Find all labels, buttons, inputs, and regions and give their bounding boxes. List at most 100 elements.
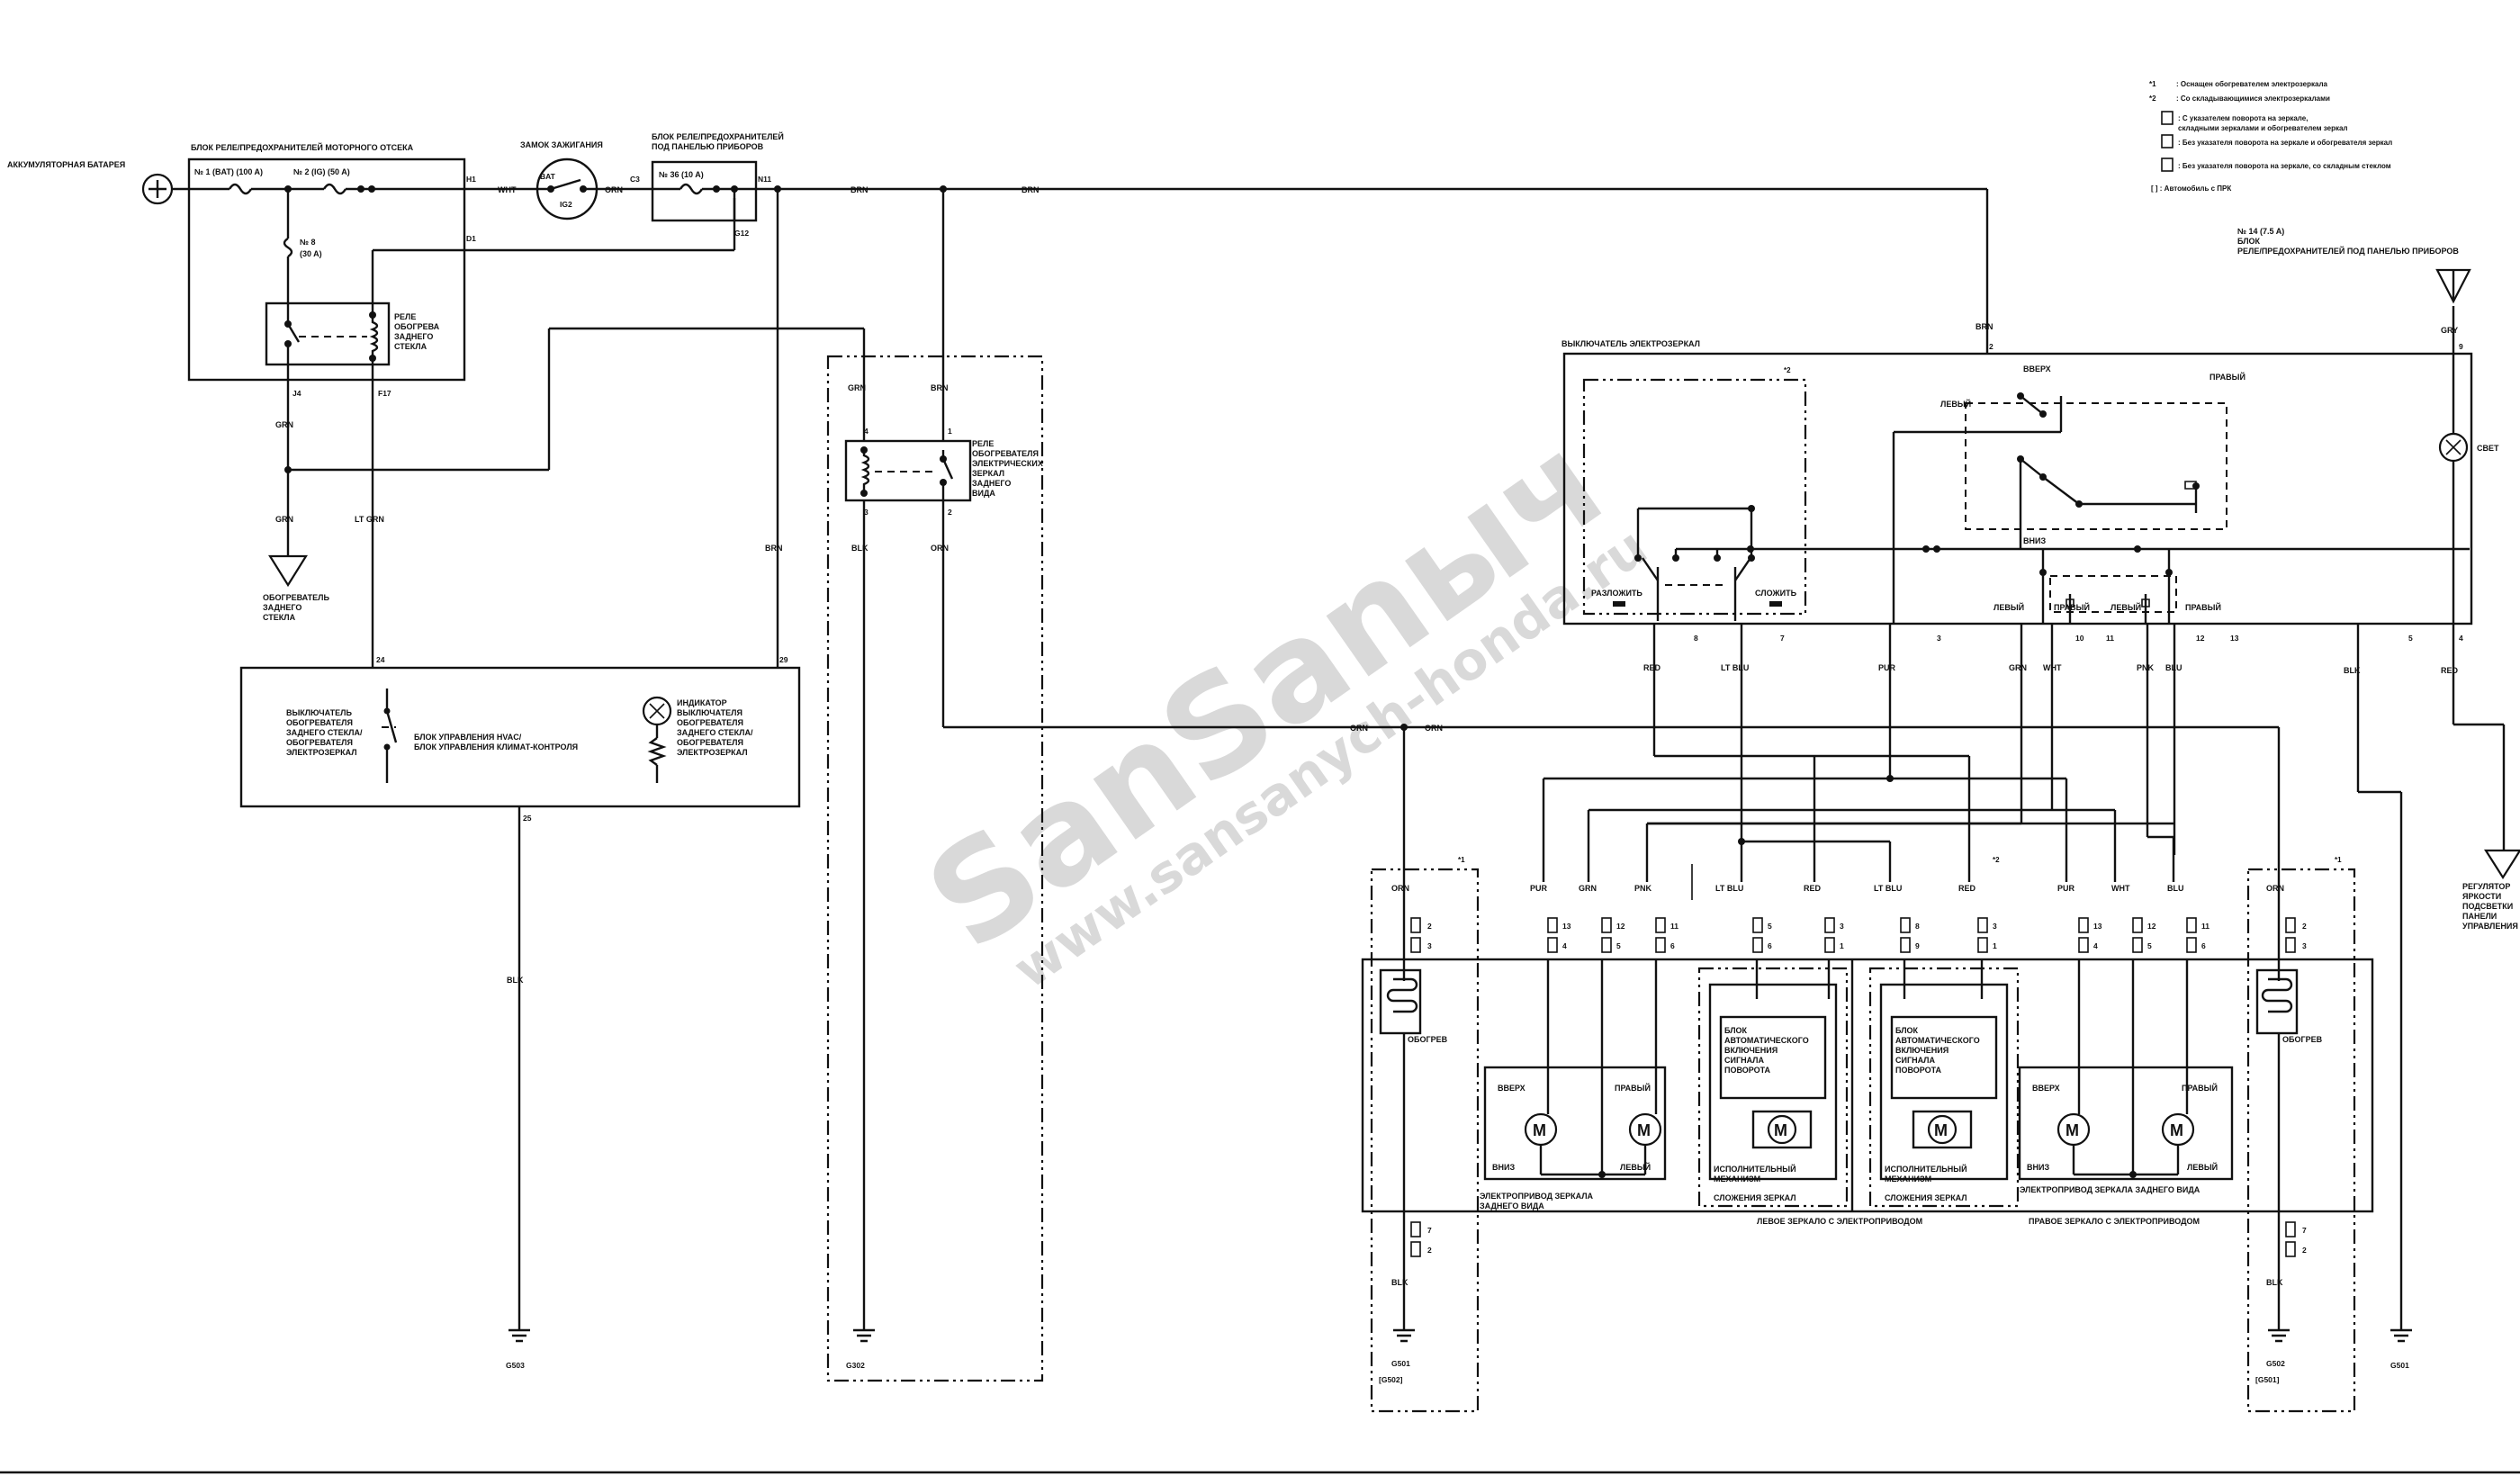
svg-text:13: 13 (2093, 922, 2102, 931)
pin-bat: BAT (540, 172, 556, 181)
svg-text:4: 4 (2459, 634, 2463, 643)
svg-text:1: 1 (1840, 941, 1844, 950)
right-fold-unit (1879, 983, 2009, 1181)
wire-red-sw: RED (1643, 663, 1661, 672)
watermark: SanSanыч www.sansanych-honda.ru (901, 403, 1658, 1001)
svg-text:СЛОЖЕНИЯ ЗЕРКАЛ: СЛОЖЕНИЯ ЗЕРКАЛ (1714, 1193, 1796, 1202)
svg-text:*1: *1 (2335, 856, 2342, 864)
mirror-relay-label-5: ЗАДНЕГО (972, 479, 1011, 488)
mirror-housing (1361, 958, 2374, 1213)
legend-note1-text: : Оснащен обогревателем электрозеркала (2176, 80, 2328, 88)
svg-text:6: 6 (1670, 941, 1675, 950)
ground-g501c-icon (2390, 1328, 2412, 1343)
dimmer-label-1: РЕГУЛЯТОР (2462, 882, 2510, 891)
ind-label-2: ВЫКЛЮЧАТЕЛЯ (677, 708, 742, 717)
hvac-unit-label-1: БЛОК УПРАВЛЕНИЯ HVAC/ (414, 733, 522, 742)
svg-text:ЛЕВЫЙ: ЛЕВЫЙ (1620, 1162, 1651, 1172)
svg-text:7: 7 (1427, 1226, 1432, 1235)
fuse8-icon (283, 237, 293, 258)
svg-text:ПРАВЫЙ: ПРАВЫЙ (2182, 1083, 2218, 1093)
wire-blk-rh: BLK (2266, 1278, 2283, 1287)
fold-switch-frame (1582, 378, 1807, 616)
svg-text:ВВЕРХ: ВВЕРХ (1498, 1084, 1526, 1093)
wire-red-dimmer: RED (2441, 666, 2459, 675)
svg-text:ЭЛЕКТРОПРИВОД ЗЕРКАЛА ЗАДНЕГО: ЭЛЕКТРОПРИВОД ЗЕРКАЛА ЗАДНЕГО ВИДА (2020, 1185, 2200, 1194)
svg-text:*2: *2 (1784, 366, 1791, 374)
mirror-relay-label-6: ВИДА (972, 489, 995, 498)
ignition-switch: ЗАМОК ЗАЖИГАНИЯ BAT IG2 WHT ORN C3 (498, 140, 652, 220)
wire-blu-sw: BLU (2165, 663, 2182, 672)
wire-ltblu-sw: LT BLU (1721, 663, 1749, 672)
rear-defog-relay-coil-icon (369, 315, 379, 358)
wire-blk-lh: BLK (1391, 1278, 1408, 1287)
svg-text:ПОВОРОТА: ПОВОРОТА (1724, 1066, 1771, 1075)
svg-text:M: M (1533, 1121, 1546, 1139)
legend-note1-mark: *1 (2149, 80, 2156, 88)
wire-blk-hvac: BLK (507, 976, 524, 985)
legend-bracket-note: [ ] : Автомобиль с ПРК (2151, 184, 2231, 193)
legend-box3-icon (2161, 158, 2174, 172)
fuse1-label: № 1 (BAT) (100 A) (194, 167, 263, 176)
rear-defogger-icon (268, 554, 308, 588)
wire-brn-relay: BRN (931, 383, 949, 392)
legend-box1-line2: складными зеркалами и обогревателем зерк… (2178, 124, 2348, 132)
wire-blk-relay: BLK (851, 544, 868, 553)
pin-ig2: IG2 (560, 200, 572, 209)
svg-text:2: 2 (1427, 1246, 1432, 1255)
svg-text:13: 13 (2230, 634, 2239, 643)
svg-text:GRN: GRN (1579, 884, 1597, 893)
ind-label-4: ЗАДНЕГО СТЕКЛА/ (677, 728, 753, 737)
svg-text:ВКЛЮЧЕНИЯ: ВКЛЮЧЕНИЯ (1724, 1046, 1778, 1055)
connector-pins: 134 125 116 56 31 89 31 134 125 116 (1547, 917, 2210, 953)
svg-text:5: 5 (1768, 922, 1772, 931)
dimmer-label-3: ПОДСВЕТКИ (2462, 902, 2513, 911)
rear-relay-label-2: ОБОГРЕВА (394, 322, 440, 331)
svg-text:6: 6 (2201, 941, 2206, 950)
fuse36-label: № 36 (10 A) (659, 170, 704, 179)
pin-f17: F17 (378, 389, 392, 398)
pin-24: 24 (376, 655, 385, 664)
rear-relay-label-3: ЗАДНЕГО (394, 332, 433, 341)
wire-pnk-sw: PNK (2137, 663, 2155, 672)
svg-text:12: 12 (2196, 634, 2205, 643)
svg-text:7: 7 (2302, 1226, 2307, 1235)
rear-relay-label-4: СТЕКЛА (394, 342, 428, 351)
ground-g302-icon (853, 1328, 875, 1343)
rear-relay-label-1: РЕЛЕ (394, 312, 416, 321)
svg-text:9: 9 (2459, 342, 2463, 351)
ind-label-5: ОБОГРЕВАТЕЛЯ (677, 738, 743, 747)
sw-right: ПРАВЫЙ (2210, 372, 2246, 382)
pin-relay-2: 2 (948, 508, 952, 517)
svg-text:3: 3 (1993, 922, 1997, 931)
svg-text:*1: *1 (1458, 856, 1465, 864)
wire-brn-sw: BRN (1976, 322, 1994, 331)
watermark-brand: SanSanыч (901, 403, 1633, 981)
pin-c3: C3 (630, 175, 640, 184)
dash-fuse-box-label-1: БЛОК РЕЛЕ/ПРЕДОХРАНИТЕЛЕЙ (652, 131, 784, 141)
dimmer-label-5: УПРАВЛЕНИЯ (2462, 922, 2518, 931)
left-blinker-unit (1719, 1015, 1827, 1100)
svg-text:3: 3 (1427, 941, 1432, 950)
pin-d1: D1 (466, 234, 476, 243)
svg-text:БЛОК: БЛОК (1724, 1026, 1748, 1035)
svg-text:7: 7 (1780, 634, 1785, 643)
wire-orn-rh: ORN (2266, 884, 2284, 893)
hvac-sw-label-5: ЭЛЕКТРОЗЕРКАЛ (286, 748, 357, 757)
mirror-switch-label: ВЫКЛЮЧАТЕЛЬ ЭЛЕКТРОЗЕРКАЛ (1562, 339, 1700, 348)
ground-g502-icon (2268, 1328, 2290, 1343)
pin-n11: N11 (758, 175, 771, 184)
pin-25: 25 (523, 814, 532, 823)
mirror-heater-relay-option-frame (826, 355, 1044, 1382)
svg-text:БЛОК: БЛОК (1895, 1026, 1919, 1035)
sw-left-2: ЛЕВЫЙ (1994, 602, 2024, 612)
svg-text:2: 2 (2302, 1246, 2307, 1255)
svg-text:WHT: WHT (2111, 884, 2130, 893)
legend-box1-icon (2161, 111, 2174, 125)
hvac-unit-label-2: БЛОК УПРАВЛЕНИЯ КЛИМАТ-КОНТРОЛЯ (414, 742, 578, 752)
wire-grn-1: GRN (275, 420, 293, 429)
svg-text:13: 13 (1562, 922, 1571, 931)
sw-down: ВНИЗ (2023, 536, 2046, 545)
svg-text:ВВЕРХ: ВВЕРХ (2032, 1084, 2060, 1093)
svg-text:M: M (1774, 1121, 1787, 1139)
svg-text:8: 8 (1694, 634, 1698, 643)
